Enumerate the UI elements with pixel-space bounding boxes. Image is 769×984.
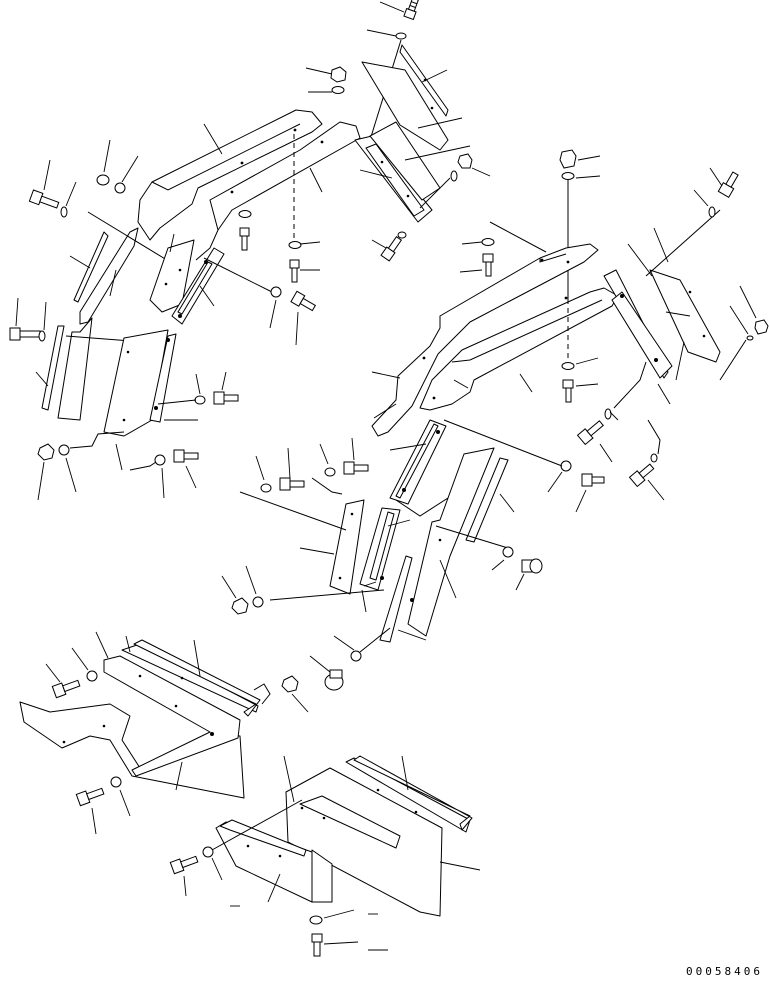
- bolt-left-center: [291, 291, 317, 313]
- left-lower-bolts: [38, 372, 238, 500]
- cover-top-left: [138, 110, 360, 260]
- right-top-left-fasteners: [460, 239, 494, 277]
- right-edge-nut: [720, 286, 768, 380]
- right-top-nut-washer: [560, 150, 600, 300]
- left-center-bracket: [150, 234, 272, 324]
- right-top-right-bracket: [604, 210, 720, 404]
- bottom-right-mudguard: [212, 756, 480, 916]
- right-lower-bolts: [578, 362, 664, 500]
- center-bolts-row: [256, 438, 368, 494]
- right-center-washer-bolt: [562, 358, 598, 402]
- plate-top-center: [362, 45, 462, 150]
- bottom-left-mudguard: [20, 632, 270, 798]
- small-nut-center-top: [451, 154, 490, 181]
- bottom-right-fasteners: [170, 847, 388, 956]
- bolt-top-center: [404, 0, 422, 19]
- right-top-bolt: [718, 171, 740, 198]
- drawing-number: 00058406: [686, 965, 763, 978]
- cover-right-upper: [372, 222, 618, 436]
- center-plates: [240, 420, 476, 612]
- bolt-center-top-lower: [381, 236, 403, 261]
- left-mid-fasteners: [10, 298, 46, 341]
- left-strip-upper: [70, 212, 180, 324]
- bolts-under-top-cover: [239, 211, 320, 283]
- washer-top-center: [396, 33, 406, 39]
- left-upper-fasteners: [29, 140, 138, 217]
- bottom-left-fasteners: [46, 648, 308, 834]
- center-lower-fasteners: [222, 420, 604, 690]
- bracket-center-top: [355, 122, 470, 222]
- left-lower-plate: [104, 330, 198, 470]
- nut-washer-top-left: [306, 67, 346, 94]
- center-long-bracket: [270, 448, 514, 642]
